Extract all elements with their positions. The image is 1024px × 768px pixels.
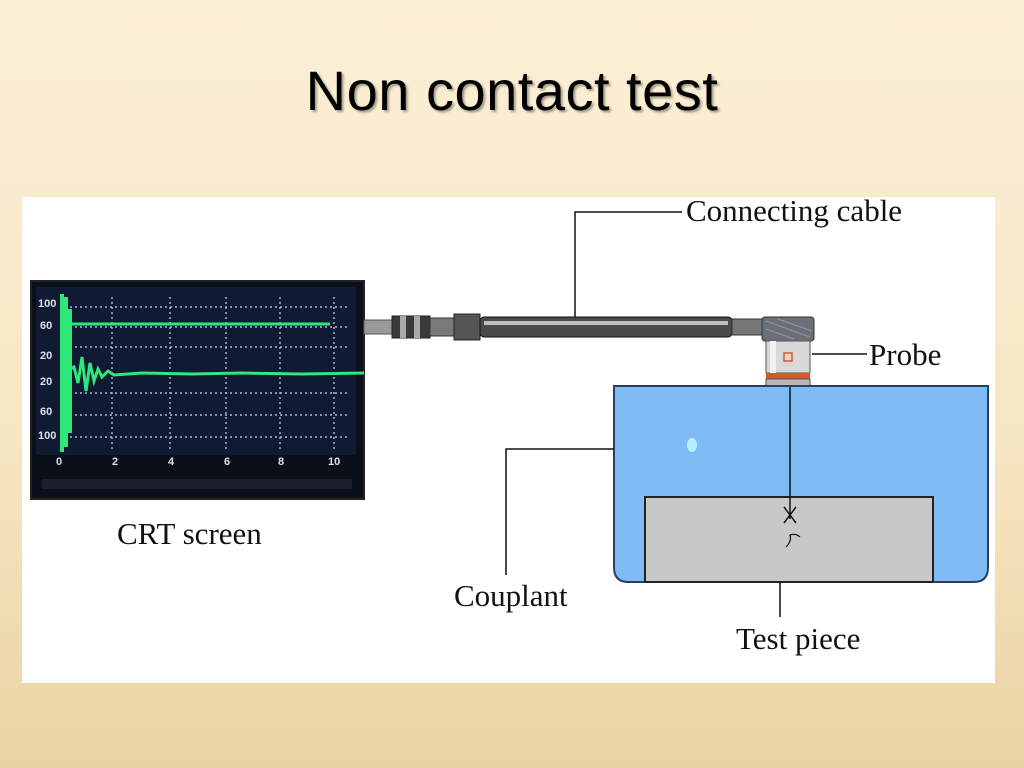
probe-label: Probe	[869, 337, 941, 372]
crt-y-tick: 100	[38, 430, 56, 442]
probe	[761, 316, 815, 388]
slide-title: Non contact test	[305, 59, 719, 122]
crt-x-tick: 2	[112, 456, 118, 468]
diagram-figure: 100 60 20 20 60 100 0 2 4 6 8 10 CRT scr…	[22, 197, 995, 683]
cable-connector	[363, 313, 481, 341]
test-piece-label: Test piece	[736, 621, 860, 656]
crt-y-tick: 60	[40, 406, 52, 418]
crt-x-tick: 8	[278, 456, 284, 468]
non-contact-test-diagram: 100 60 20 20 60 100 0 2 4 6 8 10 CRT scr…	[30, 197, 989, 656]
crack-icon	[785, 533, 801, 548]
crt-x-tick: 0	[56, 456, 62, 468]
test-piece	[644, 496, 934, 583]
couplant-bubble	[687, 438, 697, 452]
crt-screen-label: CRT screen	[117, 516, 262, 551]
crt-x-tick: 4	[168, 456, 175, 468]
crt-trace	[61, 356, 365, 392]
crt-y-tick: 20	[40, 350, 52, 362]
crt-y-tick: 20	[40, 376, 52, 388]
crt-bezel	[42, 479, 352, 489]
crt-x-tick: 10	[328, 456, 340, 468]
defect-mark	[783, 506, 797, 524]
couplant-label: Couplant	[454, 578, 568, 613]
crt-y-tick: 100	[38, 298, 56, 310]
connecting-cable	[479, 316, 763, 338]
leader-lines	[505, 211, 867, 617]
crt-monitor: 100 60 20 20 60 100 0 2 4 6 8 10	[30, 280, 365, 500]
connecting-cable-label: Connecting cable	[686, 197, 902, 228]
cable-leader	[574, 211, 682, 317]
crt-x-tick: 6	[224, 456, 230, 468]
couplant-leader	[505, 448, 614, 575]
crt-y-tick: 60	[40, 320, 52, 332]
